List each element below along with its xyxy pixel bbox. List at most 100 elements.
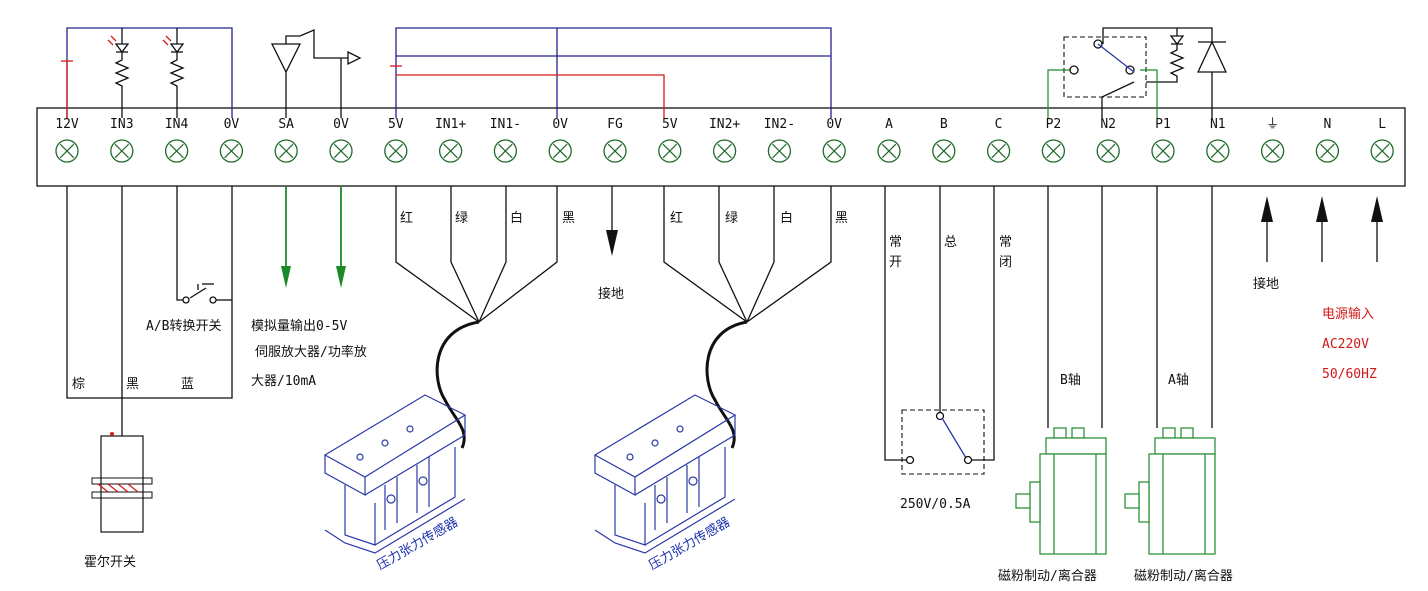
- terminal-screw: [1206, 139, 1230, 163]
- hall-wire-blue: 蓝: [181, 377, 194, 392]
- sensor-power-bus: [390, 27, 832, 118]
- wire-color-label: 黑: [835, 211, 848, 226]
- terminal-screw: [932, 139, 956, 163]
- terminal-label: B: [940, 117, 948, 132]
- terminal-screw: [219, 139, 244, 163]
- indicator-led-circuit: [61, 27, 233, 118]
- terminal-screw: [384, 139, 408, 163]
- sensor2-label: 压力张力传感器: [646, 514, 733, 573]
- terminal-label: IN1+: [435, 117, 466, 132]
- fg-ground-label: 接地: [598, 286, 624, 302]
- terminal-screw: [767, 139, 792, 163]
- terminal-label: 0V: [224, 117, 240, 132]
- terminal-label: 0V: [333, 117, 349, 132]
- wire-color-label: 红: [670, 210, 683, 226]
- analog-output-line-3: 大器/10mA: [251, 374, 316, 389]
- terminal-block: 12V IN3 IN4 0V SA 0V 5V IN1+ IN1- 0V FG 5V IN2+ IN2- 0…: [55, 117, 1394, 163]
- terminal-label: 5V: [388, 117, 404, 132]
- terminal-screw: [712, 139, 737, 163]
- relay-label-nc-1: 常: [999, 235, 1012, 250]
- ground-label: 接地: [1253, 276, 1279, 292]
- wire-color-label: 红: [400, 210, 413, 226]
- terminal-label: IN2-: [764, 117, 795, 132]
- terminal-screw: [548, 139, 572, 163]
- terminal-label: IN1-: [490, 117, 521, 132]
- sensor1-wiring: [395, 186, 558, 449]
- axis-a-label: A轴: [1168, 373, 1189, 388]
- relay-label-no-2: 开: [889, 255, 902, 270]
- terminal-label: 12V: [55, 117, 79, 132]
- terminal-label: 0V: [826, 117, 842, 132]
- terminal-screw: [274, 139, 298, 163]
- terminal-screw: [877, 139, 901, 163]
- terminal-label: IN2+: [709, 117, 740, 132]
- terminal-screw: [1151, 139, 1175, 163]
- brake-b-wiring: [1047, 186, 1103, 428]
- analog-output-arrows: [281, 186, 346, 288]
- terminal-screw: [438, 139, 463, 163]
- terminal-label: P2: [1046, 117, 1062, 132]
- relay-label-common: 总: [944, 235, 957, 250]
- relay-output: [884, 186, 995, 475]
- terminal-screw: [110, 139, 134, 163]
- sensor1-label: 压力张力传感器: [374, 514, 461, 573]
- relay-label-no-1: 常: [889, 235, 902, 250]
- brake-b-label: 磁粉制动/离合器: [998, 568, 1097, 584]
- terminal-label: N1: [1210, 117, 1226, 132]
- terminal-label: 0V: [552, 117, 568, 132]
- tension-sensor-1: [323, 394, 467, 554]
- axis-b-label: B轴: [1060, 373, 1081, 388]
- hall-switch-label: 霍尔开关: [84, 555, 136, 570]
- terminal-label: A: [885, 117, 893, 132]
- amplifier-symbol: [270, 29, 362, 118]
- power-frequency-label: 50/60HZ: [1322, 367, 1377, 382]
- terminal-screw: [658, 139, 682, 163]
- terminal-label: C: [995, 117, 1003, 132]
- terminal-screw: [1096, 139, 1120, 163]
- terminal-label: N2: [1100, 117, 1116, 132]
- terminal-screw: [1260, 139, 1285, 163]
- power-voltage-label: AC220V: [1322, 337, 1369, 352]
- tension-sensor-2: [593, 394, 737, 554]
- terminal-label: FG: [607, 117, 623, 132]
- terminal-screw: [55, 139, 79, 163]
- terminal-label: ⏚: [1266, 117, 1279, 132]
- terminal-screw: [329, 139, 353, 163]
- terminal-label: N: [1323, 117, 1331, 132]
- wire-color-label: 白: [780, 210, 793, 226]
- sensor2-wiring: [663, 186, 832, 449]
- wire-color-label: 白: [510, 210, 523, 226]
- terminal-screw: [1370, 139, 1394, 163]
- power-input-arrows: [1261, 196, 1383, 262]
- wire-color-labels-sensor2: 红 绿 白 黑: [670, 210, 848, 226]
- terminal-screw: [164, 139, 189, 163]
- terminal-label: IN3: [110, 117, 133, 132]
- terminal-label: L: [1378, 117, 1386, 132]
- hall-wire-brown: 棕: [72, 377, 85, 392]
- brake-a-label: 磁粉制动/离合器: [1134, 568, 1233, 584]
- relay-rating: 250V/0.5A: [900, 497, 971, 512]
- terminal-label: 5V: [662, 117, 678, 132]
- terminal-screw: [822, 139, 846, 163]
- terminal-screw: [1041, 139, 1066, 163]
- terminal-screw: [986, 139, 1011, 163]
- hall-wire-black: 黑: [126, 377, 139, 392]
- wire-color-label: 绿: [725, 211, 738, 226]
- brake-a-wiring: [1156, 186, 1213, 428]
- analog-output-line-2: 伺服放大器/功率放: [255, 344, 367, 360]
- power-input-label: 电源输入: [1322, 306, 1374, 322]
- brake-motor-a: [1124, 427, 1216, 555]
- wire-color-label: 绿: [455, 211, 468, 226]
- terminal-label: IN4: [165, 117, 189, 132]
- terminal-screw: [1315, 139, 1340, 163]
- analog-output-line-1: 模拟量输出0-5V: [251, 318, 347, 334]
- brake-switch-circuit: [1047, 27, 1228, 118]
- terminal-screw: [603, 139, 627, 163]
- terminal-label: P1: [1155, 117, 1171, 132]
- wire-color-labels-sensor1: 红 绿 白 黑: [400, 210, 575, 226]
- brake-motor-b: [1015, 427, 1107, 555]
- ab-switch-label: A/B转换开关: [146, 319, 221, 334]
- terminal-label: SA: [278, 117, 294, 132]
